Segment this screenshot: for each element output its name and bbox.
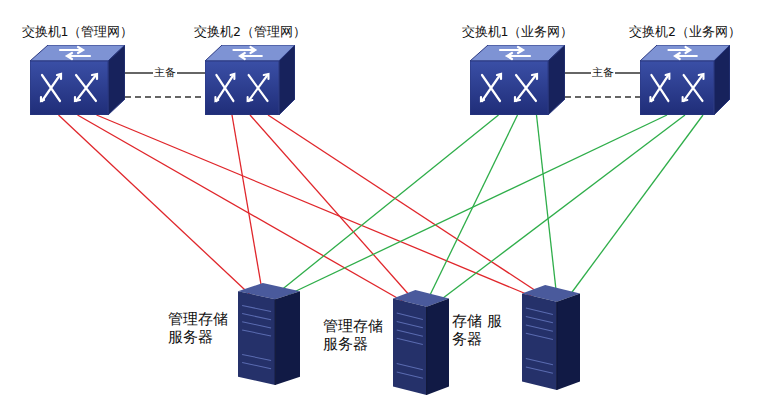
server-node: 管理存储 服务器 [393, 290, 449, 395]
edge-label: 主备 [153, 67, 177, 79]
link-line [125, 96, 205, 97]
server-icon [522, 285, 580, 390]
server-node: 存储 服务器 [522, 285, 580, 390]
switch-icon [470, 45, 565, 115]
link-line [97, 115, 534, 297]
link-line [59, 115, 251, 295]
link-line [438, 115, 685, 302]
link-line [427, 115, 518, 302]
switch-node: 交换机2（管理网） [205, 45, 295, 115]
server-node: 管理存储 服务器 [238, 283, 300, 385]
edge-label: 主备 [591, 67, 615, 79]
link-line [78, 115, 405, 302]
link-line [288, 115, 667, 295]
link-line [565, 96, 640, 97]
switch-label: 交换机1（管理网） [21, 24, 135, 39]
link-line [232, 115, 263, 295]
server-label: 管理存储 服务器 [322, 316, 387, 354]
switch-icon [205, 45, 295, 115]
server-label: 存储 服务器 [451, 311, 516, 349]
switch-label: 交换机2（管理网） [193, 24, 307, 39]
server-icon [238, 283, 300, 385]
link-line [275, 115, 498, 295]
switch-label: 交换机2（业务网） [628, 24, 742, 39]
switch-icon [30, 45, 125, 115]
switch-node: 交换机1（业务网） [470, 45, 565, 115]
switch-icon [640, 45, 730, 115]
switch-label: 交换机1（业务网） [461, 24, 575, 39]
switch-node: 交换机2（业务网） [640, 45, 730, 115]
link-line [537, 115, 557, 297]
link-line [568, 115, 703, 297]
server-icon [393, 290, 449, 395]
switch-node: 交换机1（管理网） [30, 45, 125, 115]
server-label: 管理存储 服务器 [167, 309, 232, 347]
